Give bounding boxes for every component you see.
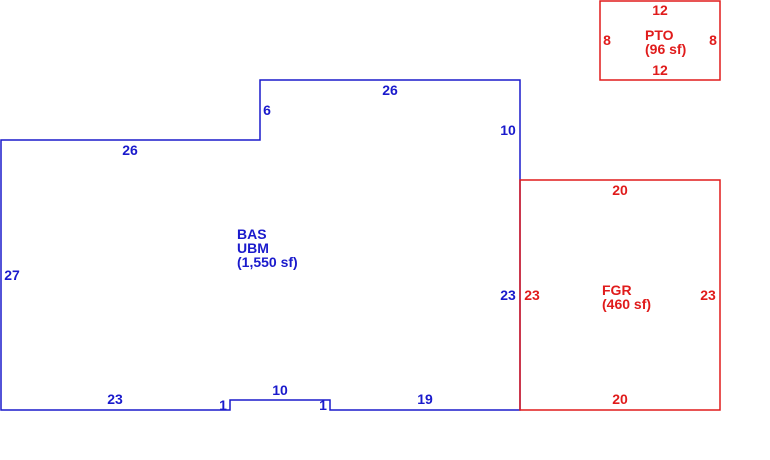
dim-main-left: 27 bbox=[4, 267, 20, 283]
garage-outline bbox=[519, 179, 721, 411]
dim-garage-left: 23 bbox=[524, 287, 540, 303]
main-structure-code-2: UBM bbox=[237, 240, 269, 256]
garage-area: (460 sf) bbox=[602, 296, 651, 312]
dim-main-bottom-left: 23 bbox=[107, 391, 123, 407]
patio-outline bbox=[599, 0, 721, 81]
dim-garage-bottom: 20 bbox=[612, 391, 628, 407]
main-structure-area: (1,550 sf) bbox=[237, 254, 298, 270]
dim-patio-right: 8 bbox=[709, 32, 717, 48]
dim-patio-bottom: 12 bbox=[652, 62, 668, 78]
patio-area: (96 sf) bbox=[645, 41, 686, 57]
dim-garage-right: 23 bbox=[700, 287, 716, 303]
dim-patio-left: 8 bbox=[603, 32, 611, 48]
dim-main-right-lower: 23 bbox=[500, 287, 516, 303]
dim-main-notch-bottom: 10 bbox=[272, 382, 288, 398]
dim-main-top-left: 26 bbox=[122, 142, 138, 158]
dim-main-top-upper: 26 bbox=[382, 82, 398, 98]
main-structure-code-1: BAS bbox=[237, 226, 267, 242]
patio-code: PTO bbox=[645, 27, 674, 43]
dim-main-bottom-right: 19 bbox=[417, 391, 433, 407]
garage-code: FGR bbox=[602, 282, 632, 298]
main-structure-outline bbox=[0, 79, 521, 411]
dim-garage-top: 20 bbox=[612, 182, 628, 198]
dim-main-notch-left: 1 bbox=[219, 397, 227, 413]
dim-main-notch-right: 1 bbox=[319, 397, 327, 413]
dim-main-step-left: 6 bbox=[263, 102, 271, 118]
dim-main-right-upper: 10 bbox=[500, 122, 516, 138]
dim-patio-top: 12 bbox=[652, 2, 668, 18]
